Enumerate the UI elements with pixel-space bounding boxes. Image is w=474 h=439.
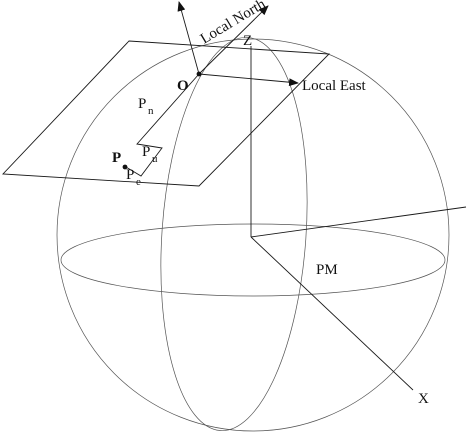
svg-text:P: P	[126, 167, 134, 183]
origin-dot	[196, 71, 202, 77]
local-up-arrow	[177, 1, 200, 75]
pm-label: PM	[316, 262, 338, 278]
x-axis-label: X	[418, 391, 429, 407]
svg-text:P: P	[142, 144, 150, 160]
origin-label: O	[177, 78, 189, 94]
svg-text:e: e	[136, 176, 141, 188]
equator-ellipse	[60, 223, 446, 297]
component-path	[125, 73, 200, 177]
sphere-outline	[56, 38, 450, 432]
point-label: P	[112, 150, 121, 166]
point-p-dot	[122, 164, 128, 170]
pu-label: P u	[142, 144, 158, 165]
svg-text:u: u	[152, 153, 158, 165]
local-east-arrow	[198, 73, 299, 87]
local-north-arrow	[198, 5, 269, 75]
x-axis	[250, 236, 414, 391]
local-east-label: Local East	[302, 78, 367, 94]
z-axis-label: Z	[243, 33, 252, 49]
pn-label: P n	[138, 96, 154, 117]
pe-label: P e	[126, 167, 141, 188]
prime-meridian-ellipse	[160, 37, 308, 431]
svg-text:n: n	[148, 105, 154, 117]
tangent-plane	[2, 40, 331, 187]
svg-text:P: P	[138, 96, 146, 112]
y-axis	[250, 206, 467, 238]
